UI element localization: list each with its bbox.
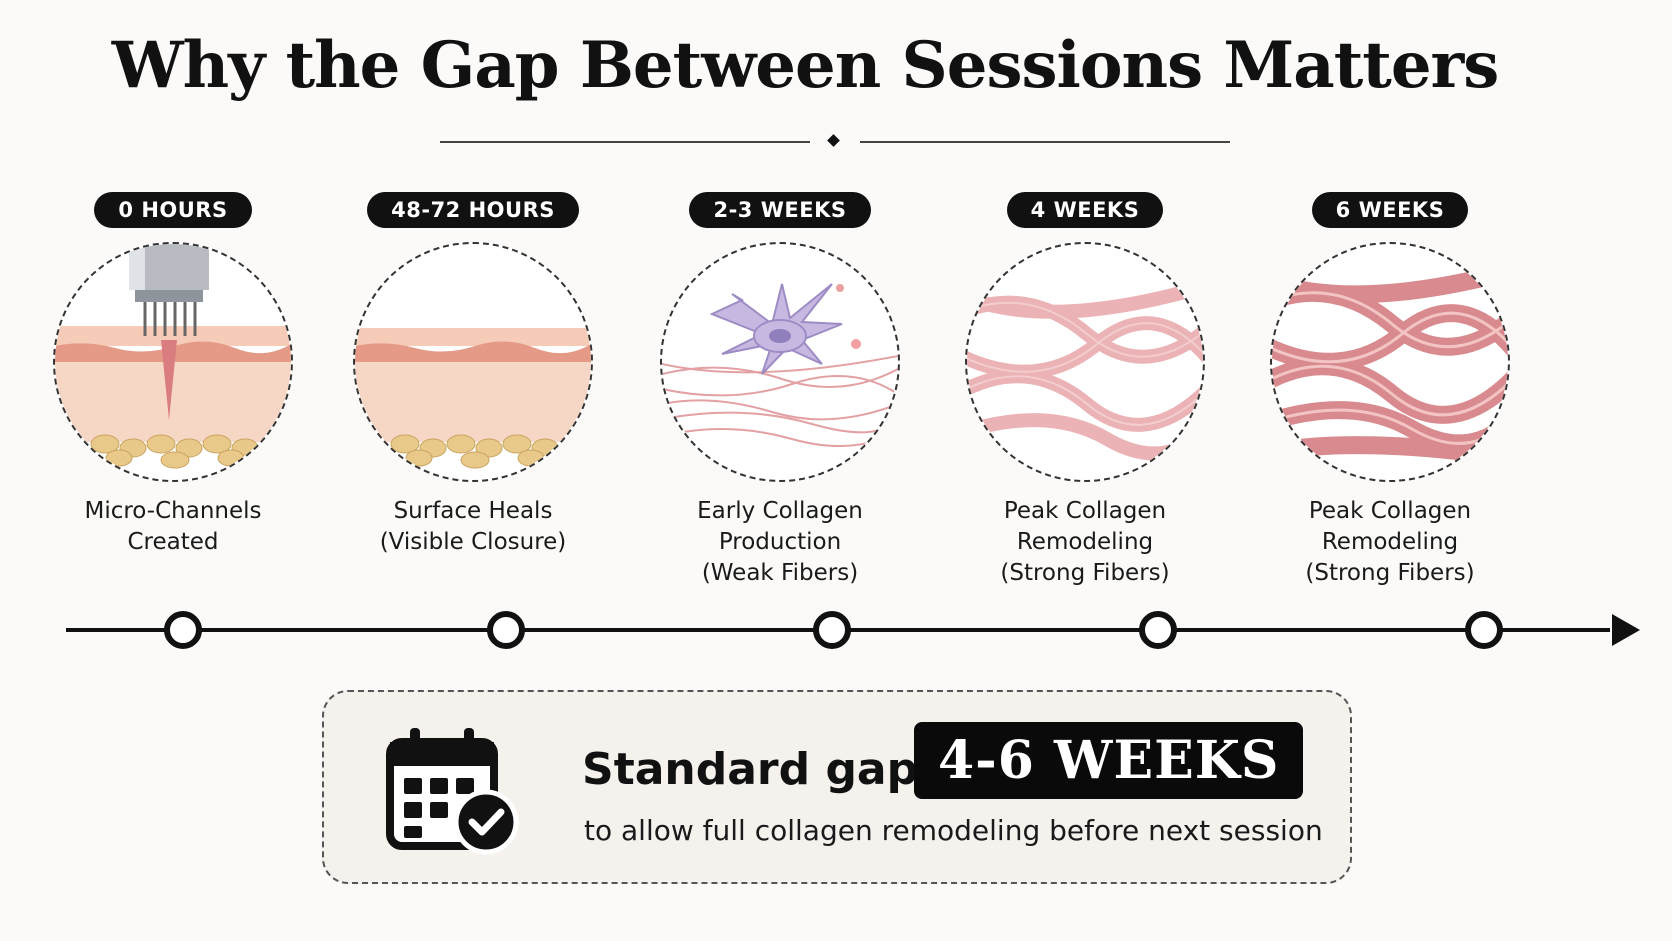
timeline-arrow-icon [1612,614,1640,646]
divider-diamond-icon [827,134,840,147]
stage-description: Micro-Channels Created [84,498,262,555]
fibroblast-cell-icon [660,242,900,482]
stage-time-badge: 2-3 WEEKS [689,192,871,228]
timeline-marker [164,611,202,649]
stage-description: Early Collagen Production (Weak Fibers) [697,498,863,586]
standard-gap-value: 4-6 WEEKS [914,722,1304,799]
stage-48-72-hours: 48-72 HOURS Surface Heals (Visible Closu… [348,192,598,558]
stage-description: Surface Heals (Visible Closure) [379,498,567,555]
stage-time-badge: 0 HOURS [94,192,252,228]
timeline-marker [487,611,525,649]
stage-time-badge: 48-72 HOURS [367,192,579,228]
standard-gap-subtext: to allow full collagen remodeling before… [584,814,1323,847]
stage-time-badge: 4 WEEKS [1006,192,1164,228]
collagen-fibers-icon [965,242,1205,482]
title-divider [440,134,1230,147]
stage-description: Peak Collagen Remodeling (Strong Fibers) [1305,498,1475,586]
stage-6-weeks: 6 WEEKS Peak Collagen Remodeling (Strong… [1265,192,1515,589]
timeline-marker [1139,611,1177,649]
healed-skin-icon [353,242,593,482]
stage-4-weeks: 4 WEEKS Peak Collagen Remodeling (Strong… [960,192,1210,589]
microneedle-skin-icon [53,242,293,482]
standard-gap-callout: Standard gap: 4-6 WEEKS to allow full co… [322,690,1352,884]
standard-gap-label: Standard gap: [582,744,936,795]
stage-2-3-weeks: 2-3 WEEKS Early Collagen Production (Wea… [655,192,905,589]
page-title: Why the Gap Between Sessions Matters [111,28,1500,103]
stage-description: Peak Collagen Remodeling (Strong Fibers) [1000,498,1170,586]
calendar-check-icon [386,728,519,855]
dense-collagen-fibers-icon [1270,242,1510,482]
stage-0-hours: 0 HOURS Micro-Channels C [48,192,298,558]
timeline-marker [813,611,851,649]
stage-time-badge: 6 WEEKS [1311,192,1469,228]
timeline-marker [1465,611,1503,649]
timeline-axis [66,611,1640,649]
